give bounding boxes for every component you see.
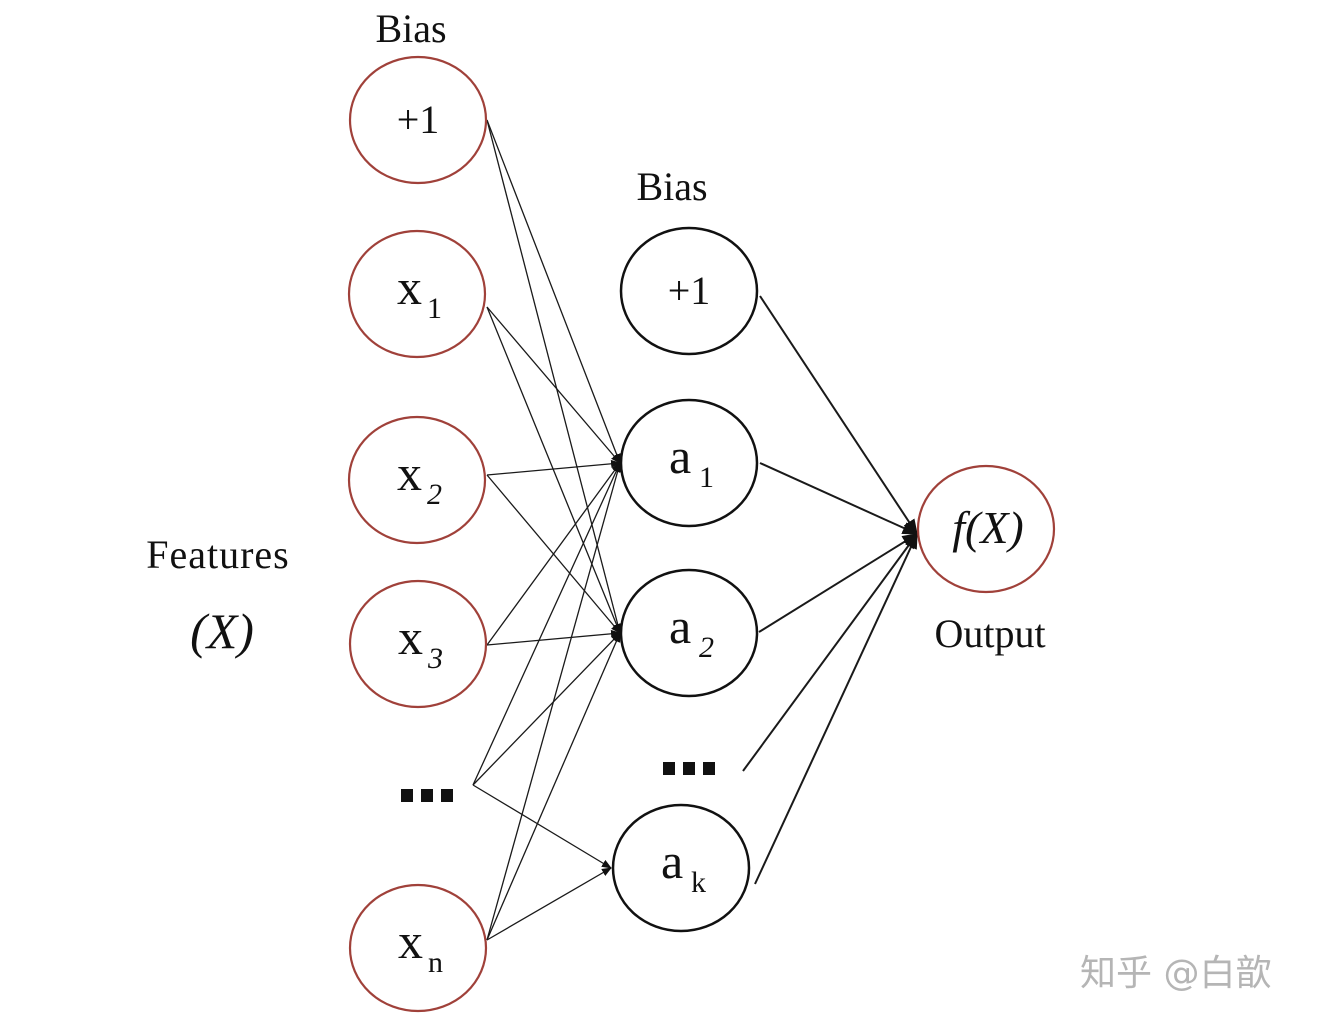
edge-x3-to-a1 <box>486 462 621 646</box>
edge-x1-to-a1 <box>486 306 621 464</box>
hidden-bias-label: Bias <box>636 164 707 209</box>
edge-x3-to-a2 <box>486 629 621 646</box>
ellipsis-input <box>401 789 453 802</box>
node-circle <box>347 415 487 545</box>
node-label: x <box>397 445 422 501</box>
node-label: +1 <box>397 97 440 142</box>
edge-h_bias-to-out <box>759 295 918 536</box>
node-subscript: 2 <box>427 478 442 511</box>
node-circle <box>916 464 1056 594</box>
edge-in_bias-to-a1 <box>486 119 621 464</box>
node-circle <box>619 226 759 356</box>
node-subscript: 2 <box>699 631 714 664</box>
node-label: a <box>669 428 691 484</box>
node-in_bias: +1 <box>348 55 488 185</box>
node-out: f(X) <box>916 464 1056 594</box>
edge-in_dots-to-a1 <box>472 462 621 786</box>
ellipsis-dot <box>663 762 675 775</box>
output-label: Output <box>934 611 1045 656</box>
edge-in_dots-to-ak <box>472 784 612 869</box>
node-label: a <box>661 833 683 889</box>
node-circle <box>348 55 488 185</box>
node-subscript: 1 <box>699 461 714 494</box>
ellipsis-dot <box>441 789 453 802</box>
node-label: x <box>398 913 423 969</box>
node-subscript: n <box>428 946 443 979</box>
node-circle <box>348 883 488 1013</box>
edge-x2-to-a1 <box>486 459 621 476</box>
node-label: x <box>397 259 422 315</box>
node-label: +1 <box>668 268 711 313</box>
node-label: f(X) <box>952 502 1024 553</box>
edge-xn-to-a1 <box>486 462 622 941</box>
node-h_bias: +1 <box>619 226 759 356</box>
node-circle <box>611 803 751 933</box>
edge-xn-to-a2 <box>486 632 621 941</box>
features-symbol: (X) <box>190 603 254 659</box>
ellipsis-hidden <box>663 762 715 775</box>
features-title: Features <box>146 532 290 577</box>
node-circle <box>347 229 487 359</box>
edge-h_dots-to-out <box>742 532 918 772</box>
node-circle <box>619 568 759 698</box>
ellipsis-dot <box>421 789 433 802</box>
input-bias-label: Bias <box>375 6 446 51</box>
node-subscript: k <box>691 866 706 899</box>
node-label: a <box>669 598 691 654</box>
edge-in_dots-to-a2 <box>472 632 621 786</box>
watermark: 知乎 @白歆 <box>1080 953 1271 994</box>
connections <box>472 119 919 941</box>
edge-ak-to-out <box>754 532 918 885</box>
node-circle <box>619 398 759 528</box>
node-subscript: 3 <box>427 642 443 675</box>
edge-xn-to-ak <box>486 867 612 941</box>
ellipsis-dot <box>683 762 695 775</box>
edge-a2-to-out <box>758 533 919 633</box>
node-circle <box>348 579 488 709</box>
ellipsis-dot <box>401 789 413 802</box>
edge-in_bias-to-a2 <box>486 119 622 634</box>
node-subscript: 1 <box>427 292 442 325</box>
ellipsis-dot <box>703 762 715 775</box>
node-label: x <box>398 609 423 665</box>
edge-x1-to-a2 <box>486 306 621 634</box>
edge-a1-to-out <box>759 462 919 535</box>
